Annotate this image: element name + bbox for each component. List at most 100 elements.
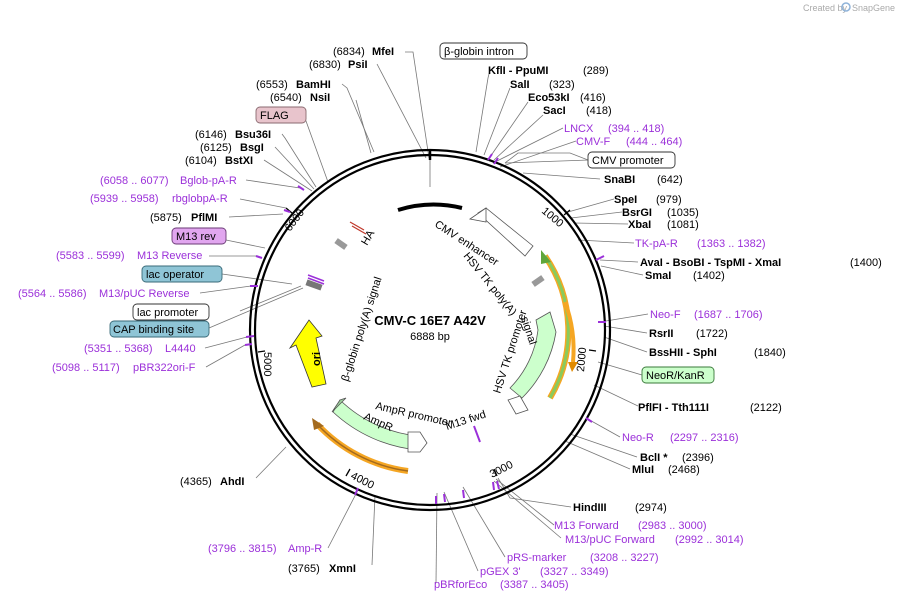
svg-text:M13 Reverse: M13 Reverse	[137, 250, 202, 262]
right-site-bsshii[interactable]: BssHII - SphI (1840)	[649, 347, 786, 359]
bglobin-polya-label: β-globin poly(A) signal	[339, 276, 384, 383]
created-by-credit: Created by	[803, 3, 848, 13]
right-site-spei[interactable]: SpeI (979)	[614, 194, 682, 206]
hsv-tk-promoter-arrow	[509, 311, 557, 399]
svg-text:(416): (416)	[580, 92, 606, 104]
tick-2000-mark	[588, 349, 597, 352]
left-site-bsu36i[interactable]: (6146) Bsu36I	[195, 129, 271, 141]
right-site-avai[interactable]: AvaI - BsoBI - TspMI - XmaI (1400)	[640, 257, 882, 269]
left-site-pflmi[interactable]: (5875) PflMI	[150, 212, 217, 224]
svg-text:(979): (979)	[656, 194, 682, 206]
primer-pbrforeco[interactable]: pBRforEco (3387 .. 3405)	[434, 579, 569, 591]
ampr-orf-line	[316, 423, 409, 472]
svg-text:rbglobpA-R: rbglobpA-R	[172, 193, 228, 205]
neo-orf-orange-arrow	[563, 301, 576, 363]
svg-text:LNCX: LNCX	[564, 123, 594, 135]
beta-globin-intron-box[interactable]: β-globin intron	[439, 42, 528, 60]
svg-text:CMV-F: CMV-F	[576, 136, 611, 148]
svg-text:(1035): (1035)	[667, 207, 699, 219]
right-site-bsrgi[interactable]: BsrGI (1035)	[622, 207, 699, 219]
svg-text:Eco53kI: Eco53kI	[528, 92, 570, 104]
svg-text:(1687 .. 1706): (1687 .. 1706)	[694, 309, 763, 321]
ha-marks	[349, 221, 367, 235]
left-site-xmni[interactable]: (3765) XmnI	[288, 563, 356, 575]
right-site-rsrii[interactable]: RsrII (1722)	[649, 328, 728, 340]
primer-rbglobpa-r[interactable]: (5939 .. 5958) rbglobpA-R	[90, 193, 228, 205]
primer-prs-marker[interactable]: pRS-marker (3208 .. 3227)	[507, 552, 659, 564]
tick-3000-mark	[493, 468, 498, 477]
primer-tk-pa-r[interactable]: TK-pA-R (1363 .. 1382)	[635, 238, 766, 250]
primer-neo-r[interactable]: Neo-R (2297 .. 2316)	[622, 432, 739, 444]
m13-rev-box[interactable]: M13 rev	[171, 227, 227, 245]
svg-text:(6834): (6834)	[333, 46, 365, 58]
neo-orf-arrowhead	[568, 362, 578, 372]
right-site-pflfi[interactable]: PflFI - Tth111I (2122)	[638, 402, 782, 414]
svg-text:(1400): (1400)	[850, 257, 882, 269]
left-site-psii[interactable]: (6830) PsiI	[309, 59, 368, 71]
left-site-mfei[interactable]: (6834) MfeI	[333, 46, 394, 58]
svg-text:PflMI: PflMI	[191, 212, 217, 224]
svg-text:RsrII: RsrII	[649, 328, 673, 340]
right-site-snabi[interactable]: SnaBI (642)	[604, 174, 683, 186]
primer-amp-r[interactable]: (3796 .. 3815) Amp-R	[208, 543, 322, 555]
lac-operator-label: lac operator	[146, 269, 204, 281]
left-site-nsii[interactable]: (6540) NsiI	[270, 92, 330, 104]
right-site-bcli[interactable]: BclI * (2396)	[640, 452, 714, 464]
svg-text:XmnI: XmnI	[329, 563, 356, 575]
primer-pbr322ori-f[interactable]: (5098 .. 5117) pBR322ori-F	[52, 362, 196, 374]
svg-text:(5564 .. 5586): (5564 .. 5586)	[18, 288, 87, 300]
lac-operator-box[interactable]: lac operator	[141, 265, 223, 283]
primer-bglob-pa-r[interactable]: (6058 .. 6077) Bglob-pA-R	[100, 175, 237, 187]
svg-text:(5351 .. 5368): (5351 .. 5368)	[84, 343, 153, 355]
flag-box[interactable]: FLAG	[255, 106, 307, 124]
primer-neo-f[interactable]: Neo-F (1687 .. 1706)	[650, 309, 763, 321]
primer-m13-forward[interactable]: M13 Forward (2983 .. 3000)	[554, 520, 707, 532]
right-site-saci[interactable]: SacI (418)	[543, 105, 612, 117]
left-site-bstxi[interactable]: (6104) BstXI	[185, 155, 253, 167]
primer-m13-puc-reverse[interactable]: (5564 .. 5586) M13/pUC Reverse	[18, 288, 189, 300]
right-site-smai[interactable]: SmaI (1402)	[645, 270, 725, 282]
svg-text:SacI: SacI	[543, 105, 566, 117]
svg-text:(6540): (6540)	[270, 92, 302, 104]
primer-m13-puc-forward[interactable]: M13/pUC Forward (2992 .. 3014)	[565, 534, 744, 546]
neor-kanr-label: NeoR/KanR	[646, 370, 705, 382]
svg-text:M13/pUC Forward: M13/pUC Forward	[565, 534, 655, 546]
svg-text:(3387 .. 3405): (3387 .. 3405)	[500, 579, 569, 591]
primer-pgex-3[interactable]: pGEX 3' (3327 .. 3349)	[480, 566, 609, 578]
svg-text:SpeI: SpeI	[614, 194, 637, 206]
svg-text:(1840): (1840)	[754, 347, 786, 359]
tick-label-5000: 5000	[261, 352, 273, 376]
lac-promoter-box[interactable]: lac promoter	[132, 303, 210, 321]
left-site-bsgi[interactable]: (6125) BsgI	[200, 142, 264, 154]
left-site-ahdi[interactable]: (4365) AhdI	[180, 476, 244, 488]
left-site-bamhi[interactable]: (6553) BamHI	[256, 79, 331, 91]
svg-text:(5583 .. 5599): (5583 .. 5599)	[56, 250, 125, 262]
right-site-sali[interactable]: SalI (323)	[510, 79, 575, 91]
primer-cmv-f[interactable]: CMV-F (444 .. 464)	[576, 136, 682, 148]
svg-text:KflI - PpuMI: KflI - PpuMI	[488, 65, 549, 77]
svg-text:(1402): (1402)	[693, 270, 725, 282]
right-site-hindiii[interactable]: HindIII (2974)	[573, 502, 667, 514]
svg-text:TK-pA-R: TK-pA-R	[635, 238, 678, 250]
primer-lncx[interactable]: LNCX (394 .. 418)	[564, 123, 664, 135]
svg-text:pGEX 3': pGEX 3'	[480, 566, 521, 578]
right-site-kfli[interactable]: KflI - PpuMI (289)	[488, 65, 609, 77]
plasmid-name: CMV-C 16E7 A42V	[374, 313, 486, 328]
right-site-xbai[interactable]: XbaI (1081)	[628, 219, 699, 231]
svg-text:M13/pUC Reverse: M13/pUC Reverse	[99, 288, 189, 300]
svg-text:BclI *: BclI *	[640, 452, 668, 464]
right-site-mlui[interactable]: MluI (2468)	[632, 464, 700, 476]
svg-text:MluI: MluI	[632, 464, 654, 476]
cmv-promoter-box[interactable]: CMV promoter	[587, 151, 676, 169]
primer-l4440[interactable]: (5351 .. 5368) L4440	[84, 343, 196, 355]
svg-text:pBRforEco: pBRforEco	[434, 579, 487, 591]
right-site-eco53ki[interactable]: Eco53kI (416)	[528, 92, 606, 104]
primer-m13-reverse[interactable]: (5583 .. 5599) M13 Reverse	[56, 250, 202, 262]
svg-text:(1722): (1722)	[696, 328, 728, 340]
lac-marks	[305, 274, 325, 291]
tick-1000-mark	[563, 209, 571, 216]
label-leader-lines	[199, 51, 649, 584]
neor-kanr-box[interactable]: NeoR/KanR	[641, 366, 715, 384]
beta-globin-intron-arc	[397, 202, 463, 212]
cap-binding-site-box[interactable]: CAP binding site	[109, 320, 210, 338]
